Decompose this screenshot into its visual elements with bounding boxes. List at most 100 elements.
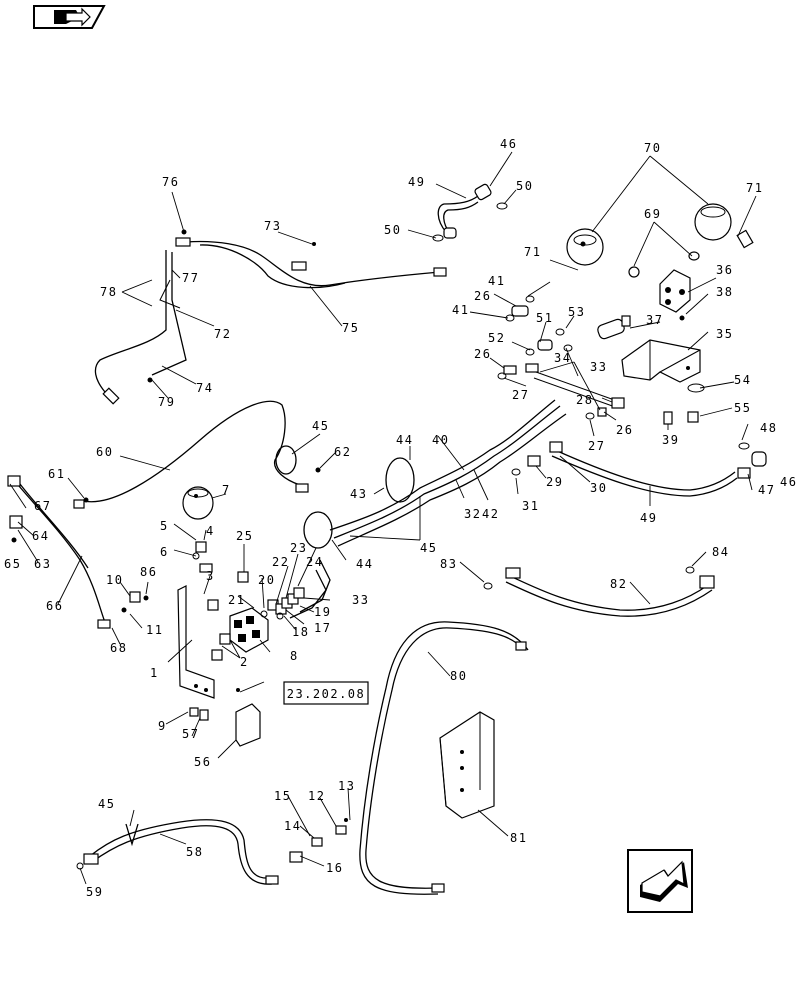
callout-37: 37 [646,313,663,327]
callout-26-b: 26 [474,347,491,361]
callout-30: 30 [590,481,607,495]
callout-71-b: 71 [746,181,763,195]
valve-block-36 [659,269,691,313]
callout-1: 1 [150,666,159,680]
callout-24: 24 [306,555,323,569]
callout-16: 16 [326,861,343,875]
callout-68: 68 [110,641,127,655]
callout-48: 48 [760,421,777,435]
callout-12: 12 [308,789,325,803]
callout-47: 47 [758,483,775,497]
callout-42: 42 [482,507,499,521]
accumulator-7 [182,486,214,520]
callout-18: 18 [292,625,309,639]
callout-33-a: 33 [590,360,607,374]
callout-53: 53 [568,305,585,319]
callout-76: 76 [162,175,179,189]
callout-27-b: 27 [588,439,605,453]
control-valve-8 [229,607,269,653]
callout-25: 25 [236,529,253,543]
callout-21: 21 [228,593,245,607]
hose-82 [509,575,709,611]
callout-67: 67 [34,499,51,513]
callout-26-a: 26 [474,289,491,303]
callout-65: 65 [4,557,21,571]
hose-72 [94,250,167,401]
accumulator-70-left [566,228,604,266]
callout-50-a: 50 [516,179,533,193]
callout-81: 81 [510,831,527,845]
callout-57: 57 [182,727,199,741]
callout-22: 22 [272,555,289,569]
callout-86: 86 [140,565,157,579]
callout-55: 55 [734,401,751,415]
callout-74: 74 [196,381,213,395]
callout-79: 79 [158,395,175,409]
callout-52: 52 [488,331,505,345]
callout-61: 61 [48,467,65,481]
callout-77: 77 [182,271,199,285]
hose-80 [365,627,523,889]
callout-4: 4 [206,524,215,538]
clamp-45 [275,445,297,475]
callout-14: 14 [284,819,301,833]
callout-66: 66 [46,599,63,613]
callout-28: 28 [576,393,593,407]
hose-58 [89,819,271,879]
callout-39: 39 [662,433,679,447]
callout-71-a: 71 [524,245,541,259]
callout-19: 19 [314,605,331,619]
callout-41-b: 41 [452,303,469,317]
callout-78: 78 [100,285,117,299]
cover-56 [235,703,261,747]
callout-45-b: 45 [420,541,437,555]
callout-31: 31 [522,499,539,513]
callouts: 1 2 3 4 5 6 7 8 9 10 11 12 13 14 15 16 1… [4,137,797,899]
callout-82: 82 [610,577,627,591]
callout-62: 62 [334,445,351,459]
callout-9: 9 [158,719,167,733]
callout-8: 8 [290,649,299,663]
callout-64: 64 [32,529,49,543]
clamp-45-bottom [125,823,139,847]
callout-72: 72 [214,327,231,341]
hose-60 [79,400,301,503]
hose-49 [554,449,736,491]
callout-23: 23 [290,541,307,555]
callout-51: 51 [536,311,553,325]
callout-80: 80 [450,669,467,683]
callout-75: 75 [342,321,359,335]
book-arrow-icon[interactable] [33,5,106,29]
callout-29: 29 [546,475,563,489]
leader-lines [9,151,757,885]
callout-33-b: 33 [352,593,369,607]
clamp-43 [385,457,415,503]
callout-15: 15 [274,789,291,803]
callout-49-a: 49 [408,175,425,189]
reference-box[interactable]: 23.202.08 [283,681,369,705]
callout-54: 54 [734,373,751,387]
callout-63: 63 [34,557,51,571]
next-page-arrow-icon[interactable] [627,849,693,913]
callout-7: 7 [222,483,231,497]
callout-20: 20 [258,573,275,587]
callout-35: 35 [716,327,733,341]
callout-73: 73 [264,219,281,233]
callout-13: 13 [338,779,355,793]
fittings [7,183,767,893]
callout-46-a: 46 [500,137,517,151]
callout-2: 2 [240,655,249,669]
callout-45-a: 45 [312,419,329,433]
callout-11: 11 [146,623,163,637]
callout-38: 38 [716,285,733,299]
reference-box-label: 23.202.08 [287,687,366,701]
callout-46-b: 46 [780,475,797,489]
callout-49-b: 49 [640,511,657,525]
bracket-81 [439,711,495,819]
hose-40 [329,399,556,531]
valve-37 [597,315,631,340]
callout-36: 36 [716,263,733,277]
callout-17: 17 [314,621,331,635]
components [177,203,754,819]
